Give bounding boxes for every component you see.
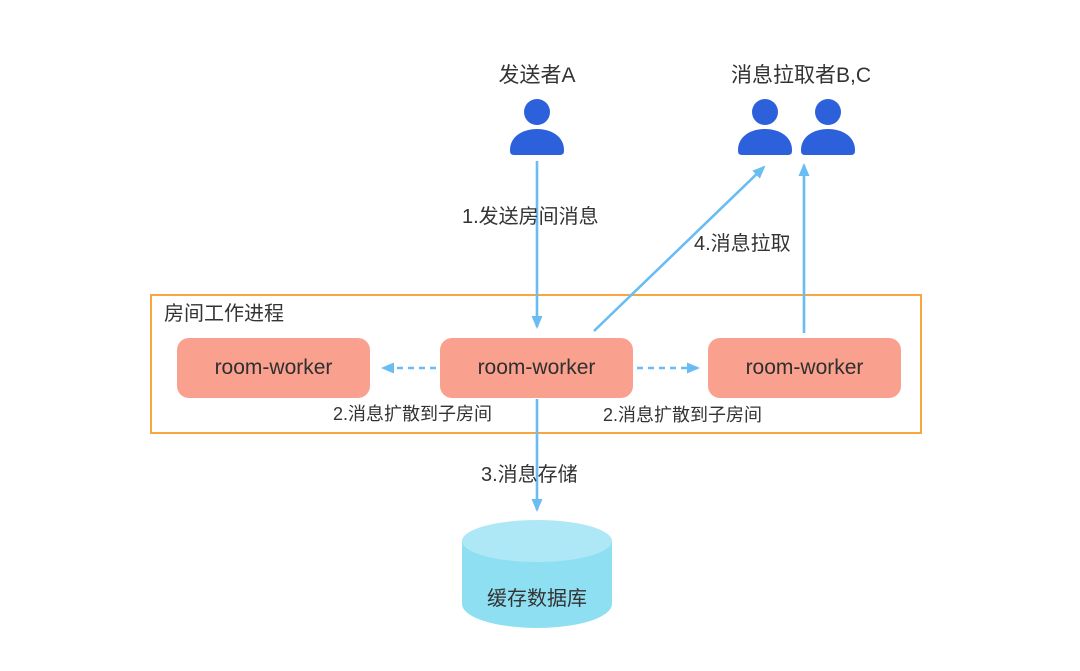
puller-c-person-icon [800, 99, 856, 157]
database-cylinder-top [462, 520, 612, 562]
sender-person-icon [509, 99, 565, 157]
container-title: 房间工作进程 [164, 303, 284, 325]
room-worker-box-center: room-worker [440, 338, 633, 398]
pullers-label: 消息拉取者B,C [730, 64, 871, 87]
step1-label: 1.发送房间消息 [462, 206, 599, 228]
step3-label: 3.消息存储 [481, 464, 578, 486]
step2-right-label: 2.消息扩散到子房间 [603, 405, 763, 425]
database-label: 缓存数据库 [487, 588, 587, 610]
sender-label: 发送者A [498, 64, 576, 87]
step2-left-label: 2.消息扩散到子房间 [333, 404, 493, 424]
database-cylinder: 缓存数据库 [462, 520, 612, 628]
room-worker-label: room-worker [477, 356, 596, 379]
puller-b-person-icon [737, 99, 793, 157]
room-worker-box-right: room-worker [708, 338, 901, 398]
step4-label: 4.消息拉取 [694, 233, 791, 255]
room-worker-label: room-worker [214, 356, 333, 379]
room-worker-box-left: room-worker [177, 338, 370, 398]
room-worker-label: room-worker [745, 356, 864, 379]
